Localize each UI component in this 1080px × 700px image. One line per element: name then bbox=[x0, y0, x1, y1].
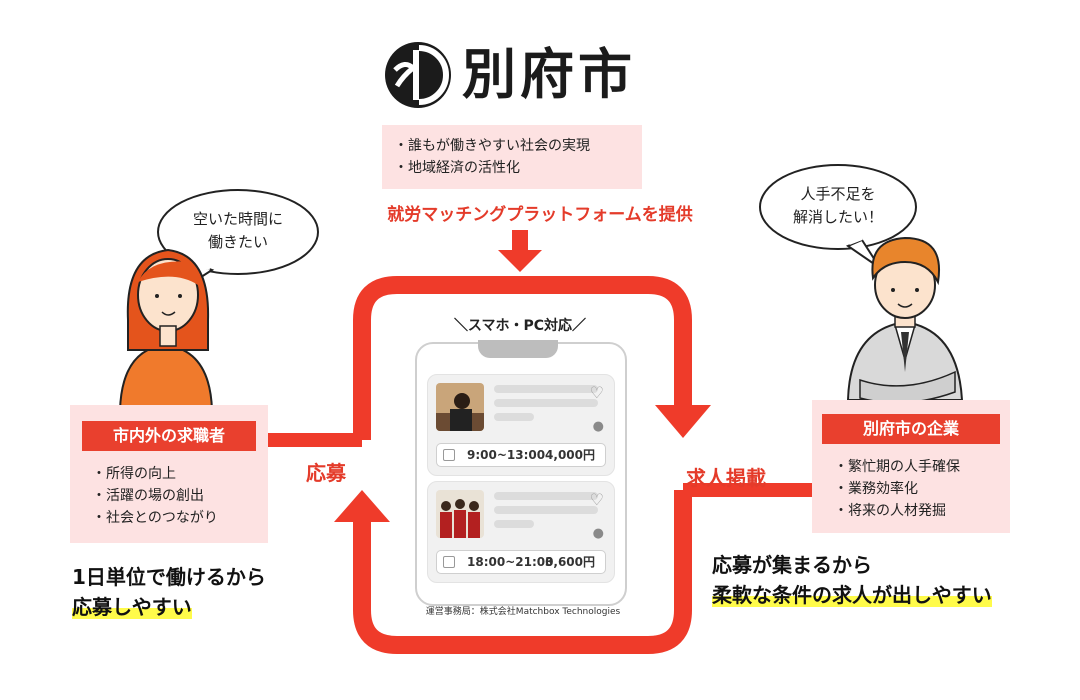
flow-post-label: 求人掲載 bbox=[686, 466, 766, 490]
checkbox-icon bbox=[443, 449, 455, 461]
arrow-down-top bbox=[498, 250, 542, 272]
company-heading: 別府市の企業 bbox=[822, 414, 1000, 444]
benefit-item: 業務効率化 bbox=[834, 478, 960, 500]
flow-apply-label: 応募 bbox=[306, 461, 346, 485]
location-pin-icon: ● bbox=[592, 526, 604, 541]
operator-credit: 運営事務局：株式会社Matchbox Technologies bbox=[425, 607, 621, 617]
job-card[interactable]: ♡ ● 18:00~21:00 3,600円 bbox=[427, 481, 615, 583]
arrow-down-right bbox=[655, 405, 711, 438]
benefit-item: 将来の人材発掘 bbox=[834, 500, 960, 522]
shift-time-bar: 9:00~13:00 4,000円 bbox=[436, 443, 606, 467]
goal-item: ・誰もが働きやすい社会の実現 bbox=[394, 138, 590, 154]
job-seeker-box: 市内外の求職者 所得の向上 活躍の場の創出 社会とのつながり bbox=[70, 405, 268, 543]
favorite-icon[interactable]: ♡ bbox=[589, 383, 604, 402]
benefit-item: 社会とのつながり bbox=[92, 507, 218, 529]
checkbox-icon bbox=[443, 556, 455, 568]
goals-box: ・誰もが働きやすい社会の実現 ・地域経済の活性化 bbox=[382, 125, 642, 189]
left-bubble-shape bbox=[157, 189, 319, 275]
beppu-city-mark-icon bbox=[385, 42, 451, 108]
company-staff-illustration bbox=[846, 236, 964, 404]
job-seeker-bubble: 空いた時間に 働きたい bbox=[192, 210, 283, 251]
job-photo bbox=[436, 490, 484, 538]
job-photo bbox=[436, 383, 484, 431]
benefit-item: 繁忙期の人手確保 bbox=[834, 456, 960, 478]
benefit-item: 所得の向上 bbox=[92, 463, 218, 485]
loop-bottom-path bbox=[353, 490, 692, 654]
job-seeker-benefit: 1日単位で働けるから 応募しやすい bbox=[72, 565, 266, 619]
company-box: 別府市の企業 繁忙期の人手確保 業務効率化 将来の人材発掘 bbox=[812, 400, 1010, 533]
company-bubble: 人手不足を 解消したい！ bbox=[792, 185, 883, 226]
company-benefit: 応募が集まるから 柔軟な条件の求人が出しやすい bbox=[712, 553, 992, 607]
favorite-icon[interactable]: ♡ bbox=[589, 490, 604, 509]
phone-title: ＼スマホ・PC対応／ bbox=[453, 318, 587, 334]
city-name: 別府市 bbox=[462, 43, 636, 106]
phone-mockup: ♡ ● 9:00~13:00 4,000円 ♡ ● 18:00~2 bbox=[415, 342, 627, 606]
arrow-up-left bbox=[334, 490, 390, 522]
shift-time-bar: 18:00~21:00 3,600円 bbox=[436, 550, 606, 574]
benefit-item: 活躍の場の創出 bbox=[92, 485, 218, 507]
platform-caption: 就労マッチングプラットフォームを提供 bbox=[387, 205, 693, 225]
phone-notch bbox=[478, 340, 558, 358]
location-pin-icon: ● bbox=[592, 419, 604, 434]
goal-item: ・地域経済の活性化 bbox=[394, 160, 520, 176]
job-seeker-heading: 市内外の求職者 bbox=[82, 421, 256, 451]
loop-path bbox=[353, 276, 692, 408]
job-seeker-illustration bbox=[118, 248, 214, 411]
job-card[interactable]: ♡ ● 9:00~13:00 4,000円 bbox=[427, 374, 615, 476]
right-bubble-shape bbox=[759, 164, 917, 250]
